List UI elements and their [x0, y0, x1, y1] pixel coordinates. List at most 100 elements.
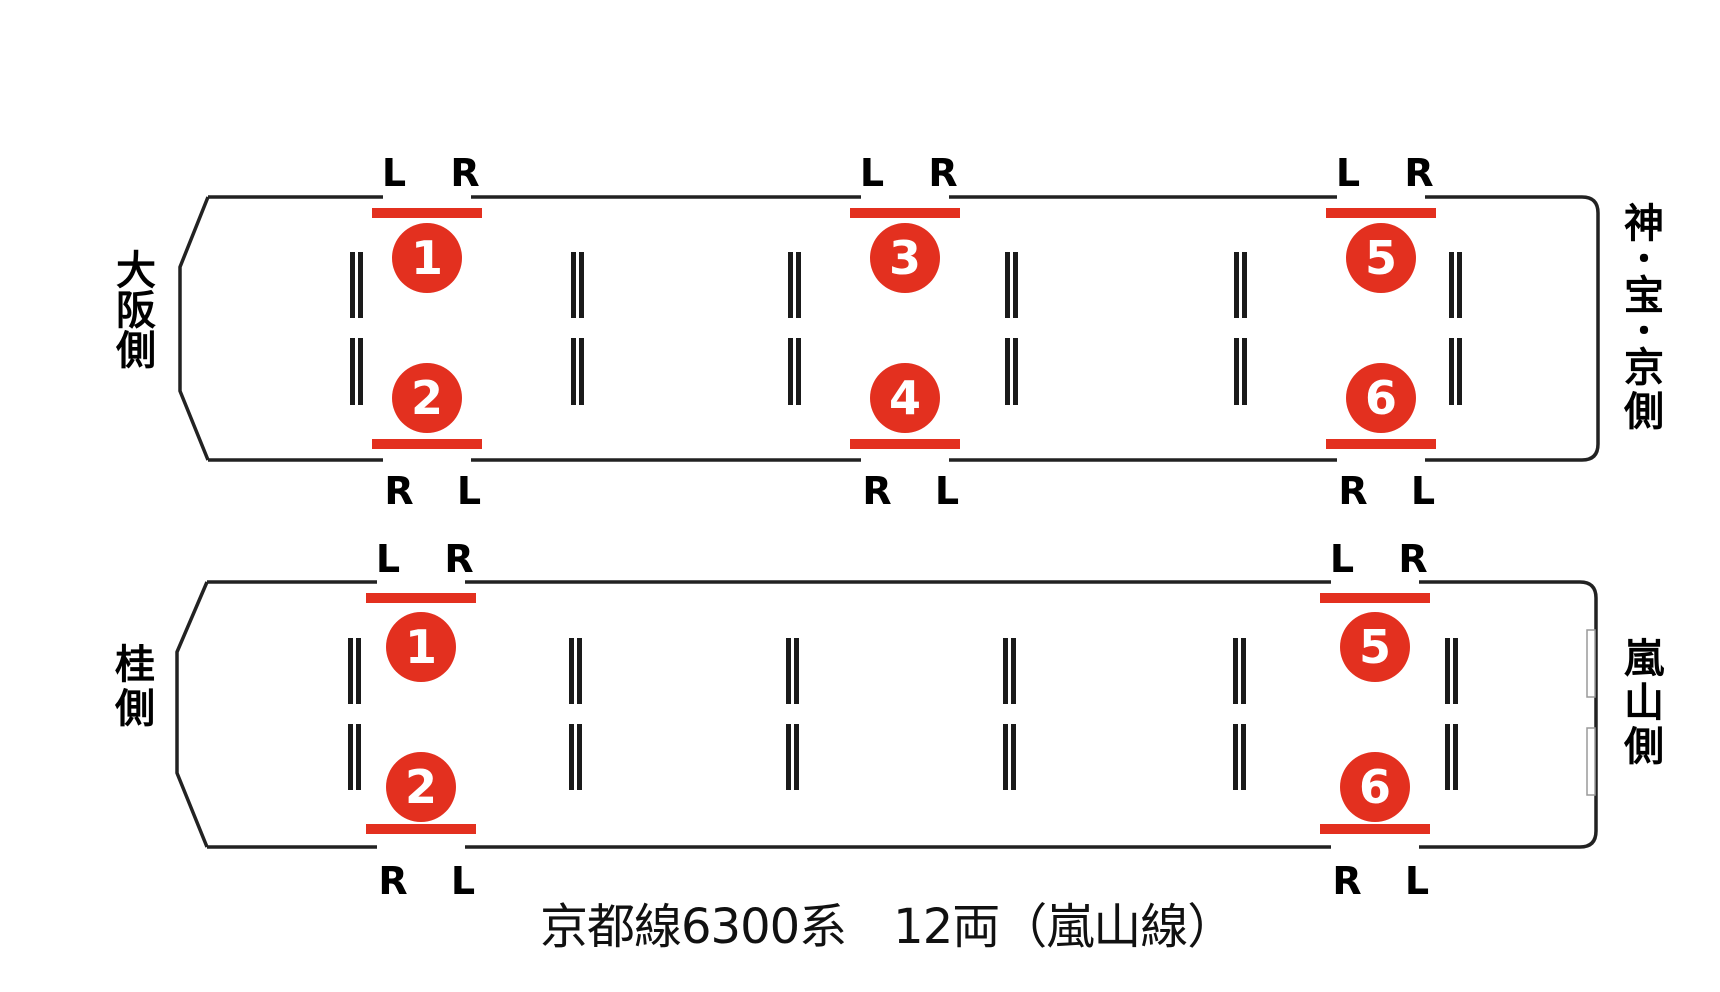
door-number-badge-top	[1346, 223, 1416, 293]
side-label-char: 宝	[1624, 273, 1664, 319]
door-bar-top	[372, 208, 482, 218]
door-side-letter-top: L	[859, 151, 885, 195]
door-side-letter-bottom: L	[1410, 469, 1436, 513]
door-side-letter-bottom: R	[862, 469, 892, 513]
seat-line	[1453, 724, 1458, 790]
door-side-letter-bottom: L	[934, 469, 960, 513]
train-car-lower: 1 2 5 6	[175, 580, 1598, 849]
door-bar-bottom	[372, 439, 482, 449]
door-bar-top	[1326, 208, 1436, 218]
seat-line	[1449, 252, 1454, 318]
seat-line	[1453, 638, 1458, 704]
seat-line	[579, 338, 584, 405]
car-nose-outline	[175, 581, 209, 848]
seat-line	[1234, 338, 1239, 405]
car-end-outline	[1581, 195, 1600, 462]
seat-line	[1457, 252, 1462, 318]
seat-line	[1242, 338, 1247, 405]
seat-line	[358, 338, 363, 405]
seat-line	[1011, 724, 1016, 790]
seat-line	[796, 338, 801, 405]
seat-line	[1449, 338, 1454, 405]
door-number-4: 4	[889, 371, 921, 425]
seat-line	[794, 724, 799, 790]
seat-line	[579, 252, 584, 318]
seat-line	[1241, 638, 1246, 704]
seat-line	[571, 252, 576, 318]
door-side-letter-bottom: L	[1404, 859, 1430, 903]
door-number-badge-top	[392, 223, 462, 293]
seat-line	[1445, 724, 1450, 790]
side-label-char: 山	[1624, 680, 1664, 726]
door-bar-bottom	[850, 439, 960, 449]
direction-label-right: 神・宝・京側	[1619, 202, 1669, 434]
side-label-char: 大	[116, 248, 156, 294]
seat-line	[569, 638, 574, 704]
door-side-letter-top: R	[450, 151, 480, 195]
seat-line	[1003, 724, 1008, 790]
seat-line	[1445, 638, 1450, 704]
car-nose-outline	[178, 196, 210, 461]
door-number-5: 5	[1359, 620, 1391, 674]
door-side-letter-top: R	[1404, 151, 1434, 195]
seat-line	[794, 638, 799, 704]
door-bar-top	[366, 593, 476, 603]
side-label-char: 京	[1624, 345, 1664, 391]
side-label-char: ・	[1627, 240, 1661, 280]
door-number-badge-top	[386, 612, 456, 682]
seat-line	[796, 252, 801, 318]
door-number-6: 6	[1365, 371, 1397, 425]
door-number-1: 1	[411, 231, 443, 285]
door-side-letter-bottom: R	[1332, 859, 1362, 903]
seat-line	[1013, 338, 1018, 405]
side-label-char: 桂	[115, 642, 155, 688]
door-bar-bottom	[366, 824, 476, 834]
car-end-outline	[1579, 580, 1598, 849]
side-label-char: ・	[1627, 312, 1661, 352]
seat-line	[1234, 252, 1239, 318]
side-label-char: 側	[1624, 724, 1664, 770]
direction-label-right: 嵐山側	[1619, 637, 1669, 769]
door-number-3: 3	[889, 231, 921, 285]
door-side-letter-bottom: L	[456, 469, 482, 513]
door-bar-top	[850, 208, 960, 218]
seat-line	[569, 724, 574, 790]
seat-line	[571, 338, 576, 405]
door-number-badge-bottom	[386, 752, 456, 822]
seat-line	[577, 638, 582, 704]
seat-line	[1005, 252, 1010, 318]
door-side-letter-top: L	[1335, 151, 1361, 195]
seat-line	[1003, 638, 1008, 704]
door-number-2: 2	[405, 760, 437, 814]
side-label-char: 側	[115, 686, 155, 732]
door-side-letter-bottom: R	[1338, 469, 1368, 513]
seat-line	[786, 638, 791, 704]
seat-line	[788, 252, 793, 318]
side-label-char: 側	[116, 328, 156, 374]
door-number-6: 6	[1359, 760, 1391, 814]
door-side-letter-top: R	[444, 537, 474, 581]
door-side-letter-top: R	[1398, 537, 1428, 581]
side-label-char: 神	[1624, 201, 1664, 247]
seat-line	[577, 724, 582, 790]
door-side-letter-bottom: R	[384, 469, 414, 513]
door-number-badge-bottom	[1340, 752, 1410, 822]
seat-line	[786, 724, 791, 790]
diagram-caption: 京都線6300系 12両（嵐山線）	[540, 899, 1235, 955]
door-number-1: 1	[405, 620, 437, 674]
seat-line	[1011, 638, 1016, 704]
gangway-tab	[1586, 629, 1596, 698]
seat-line	[358, 252, 363, 318]
direction-label-left: 大阪側	[111, 251, 161, 371]
seat-line	[350, 252, 355, 318]
side-label-char: 阪	[116, 288, 156, 334]
door-pair-1-2: 12	[372, 208, 482, 449]
door-side-letter-top: L	[375, 537, 401, 581]
seat-line	[350, 338, 355, 405]
door-bar-bottom	[1326, 439, 1436, 449]
door-side-letter-top: L	[1329, 537, 1355, 581]
seat-line	[348, 638, 353, 704]
door-pair-3-4: 34	[850, 208, 960, 449]
seat-line	[356, 724, 361, 790]
seat-line	[356, 638, 361, 704]
